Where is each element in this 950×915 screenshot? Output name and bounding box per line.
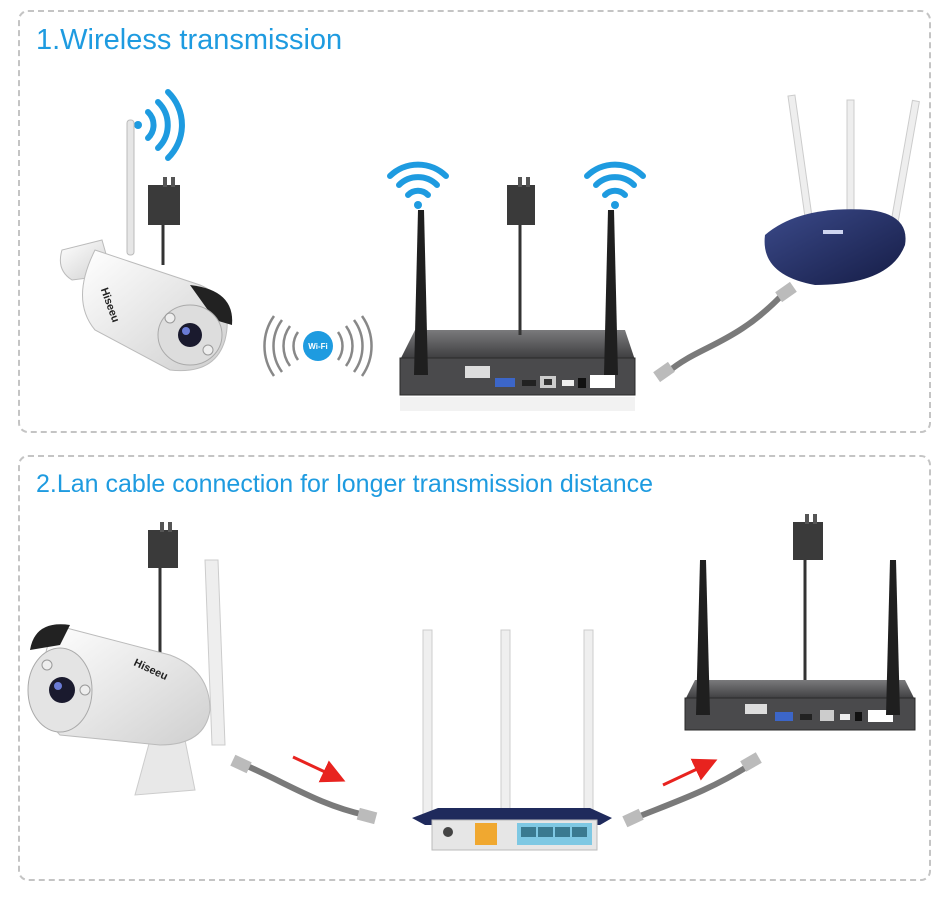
router-wireless bbox=[764, 94, 920, 285]
arrow-icon bbox=[662, 758, 718, 787]
wifi-badge: Wi-Fi bbox=[263, 315, 373, 377]
camera-lan: Hiseeu bbox=[27, 559, 226, 796]
section-lan bbox=[18, 455, 931, 881]
power-adapter-icon bbox=[793, 514, 823, 685]
section-wireless bbox=[18, 10, 931, 433]
wifi-icon bbox=[387, 161, 449, 209]
section-lan-title: 2.Lan cable connection for longer transm… bbox=[36, 470, 654, 498]
arrow-icon bbox=[292, 755, 346, 783]
power-adapter-icon bbox=[507, 177, 535, 335]
power-adapter-icon bbox=[148, 177, 180, 265]
ethernet-cable bbox=[230, 754, 378, 825]
camera-wireless: Hiseeu bbox=[59, 119, 233, 372]
nvr-wireless bbox=[399, 210, 636, 411]
wifi-icon bbox=[584, 161, 646, 209]
wifi-signal-icon bbox=[134, 89, 185, 161]
power-adapter-icon bbox=[148, 522, 178, 665]
nvr-lan bbox=[684, 560, 916, 731]
wifi-badge-label: Wi-Fi bbox=[308, 342, 327, 351]
ethernet-cable bbox=[622, 752, 762, 828]
router-lan bbox=[412, 629, 612, 851]
section-wireless-title: 1.Wireless transmission bbox=[36, 24, 343, 56]
ethernet-cable bbox=[653, 281, 797, 383]
